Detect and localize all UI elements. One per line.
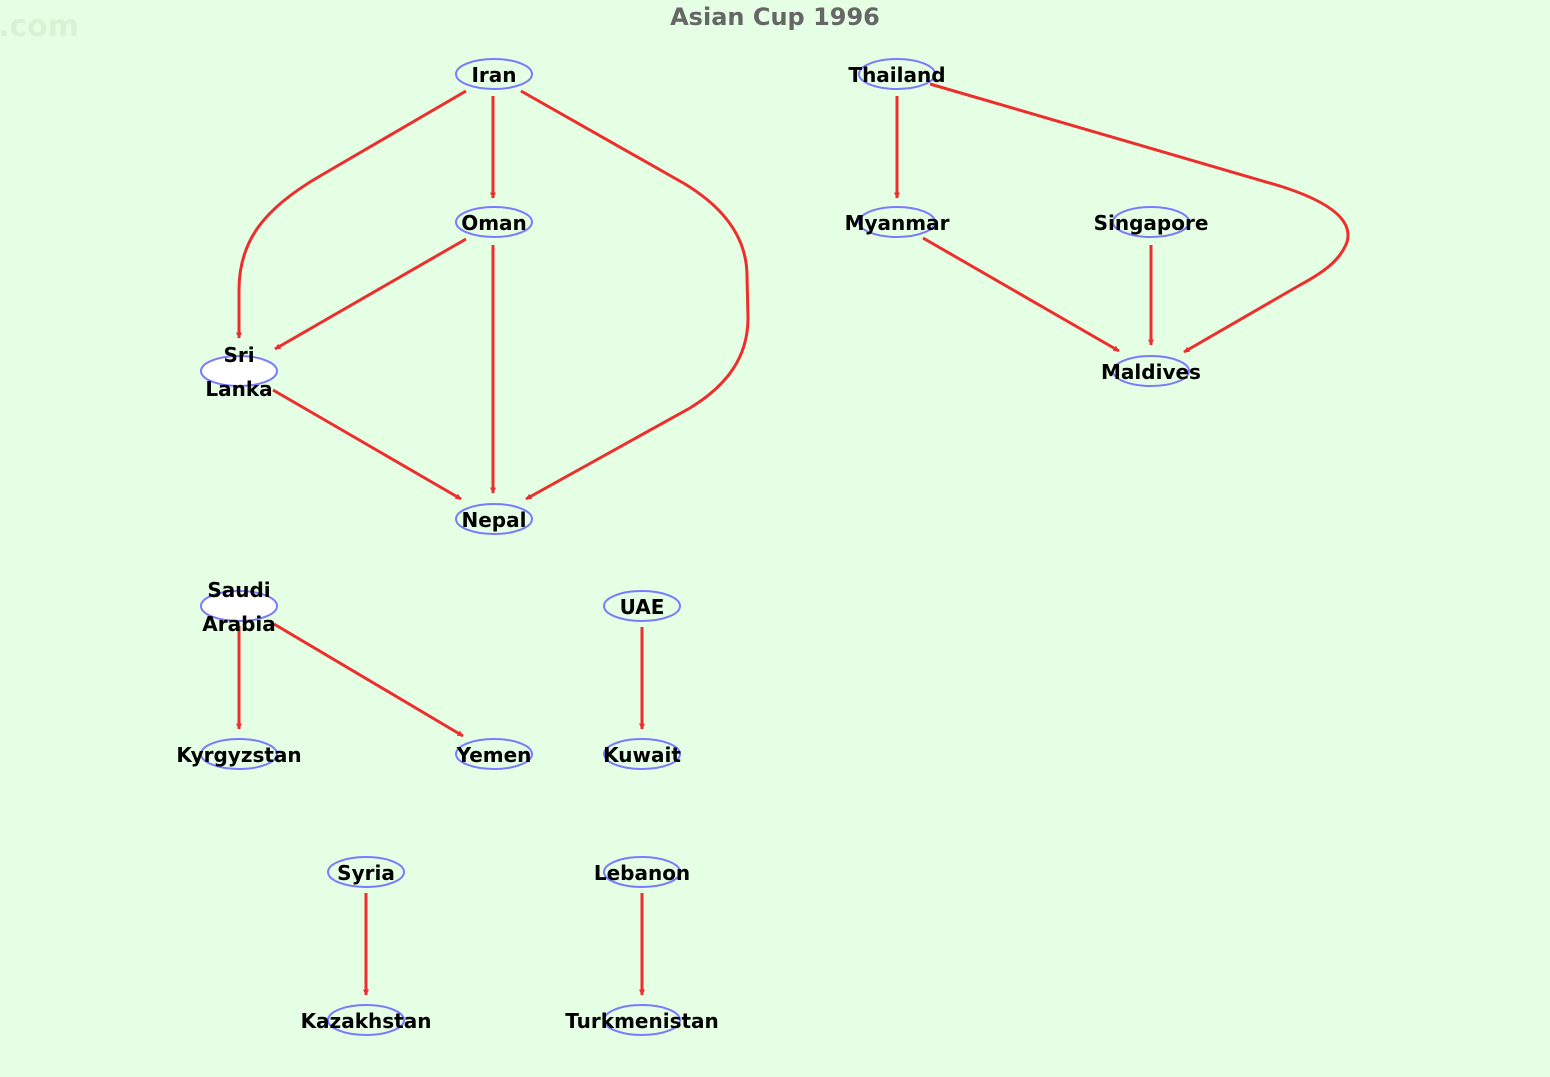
node-label: Kazakhstan (301, 1009, 432, 1033)
node-label-line2: Arabia (202, 612, 276, 636)
node-label-line1: Saudi (207, 578, 270, 602)
node-kuwait[interactable]: Kuwait (603, 738, 681, 770)
node-ellipse (455, 503, 533, 535)
node-singapore[interactable]: Singapore (1094, 206, 1209, 238)
diagram-title: Asian Cup 1996 (670, 3, 880, 31)
edge-saudi-arabia-yemen (273, 622, 464, 738)
node-kyrgyzstan[interactable]: Kyrgyzstan (176, 738, 302, 770)
node-ellipse (1112, 355, 1190, 387)
edge-iran-nepal (520, 89, 750, 501)
node-label: Nepal (462, 508, 527, 532)
node-nepal[interactable]: Nepal (455, 503, 533, 535)
node-label: Syria (337, 861, 395, 885)
node-ellipse (603, 1004, 681, 1036)
node-label: Yemen (456, 743, 532, 767)
node-label: Myanmar (845, 211, 950, 235)
edge-thailand-maldives (929, 82, 1350, 354)
edge-sri-lanka-nepal (272, 388, 462, 501)
edge-myanmar-maldives (922, 236, 1120, 353)
node-ellipse (327, 856, 405, 888)
node-label: Iran (471, 63, 516, 87)
edge-iran-sri-lanka (236, 89, 467, 339)
node-iran[interactable]: Iran (455, 58, 533, 90)
node-ellipse (455, 58, 533, 90)
node-ellipse (327, 1004, 405, 1036)
node-label: Maldives (1101, 360, 1201, 384)
node-label: Turkmenistan (565, 1009, 719, 1033)
node-oman[interactable]: Oman (455, 206, 533, 238)
node-sri-lanka[interactable]: Sri Lanka (200, 343, 278, 401)
node-label: Kyrgyzstan (176, 743, 301, 767)
node-label-line1: Sri (223, 343, 254, 367)
node-ellipse (603, 856, 681, 888)
node-kazakhstan[interactable]: Kazakhstan (301, 1004, 432, 1036)
node-label-line2: Lanka (205, 377, 272, 401)
node-yemen[interactable]: Yemen (455, 738, 533, 770)
node-ellipse (858, 206, 936, 238)
node-ellipse (200, 355, 278, 387)
node-ellipse (858, 58, 936, 90)
edge-oman-sri-lanka (274, 237, 467, 351)
node-lebanon[interactable]: Lebanon (594, 856, 690, 888)
node-label: UAE (620, 595, 665, 619)
node-label: Lebanon (594, 861, 690, 885)
node-ellipse (200, 590, 278, 622)
node-label: Kuwait (603, 743, 681, 767)
node-ellipse (200, 738, 278, 770)
node-ellipse (603, 590, 681, 622)
node-myanmar[interactable]: Myanmar (845, 206, 950, 238)
node-ellipse (1112, 206, 1190, 238)
node-ellipse (603, 738, 681, 770)
node-uae[interactable]: UAE (603, 590, 681, 622)
node-turkmenistan[interactable]: Turkmenistan (565, 1004, 719, 1036)
watermark-text: .com (0, 9, 79, 44)
node-label: Singapore (1094, 211, 1209, 235)
node-ellipse (455, 206, 533, 238)
node-maldives[interactable]: Maldives (1101, 355, 1201, 387)
node-thailand[interactable]: Thailand (848, 58, 946, 90)
node-syria[interactable]: Syria (327, 856, 405, 888)
node-label: Thailand (848, 63, 945, 87)
edges (236, 82, 1350, 996)
node-label: Oman (461, 211, 527, 235)
node-saudi-arabia[interactable]: Saudi Arabia (200, 578, 278, 636)
node-ellipse (455, 738, 533, 770)
